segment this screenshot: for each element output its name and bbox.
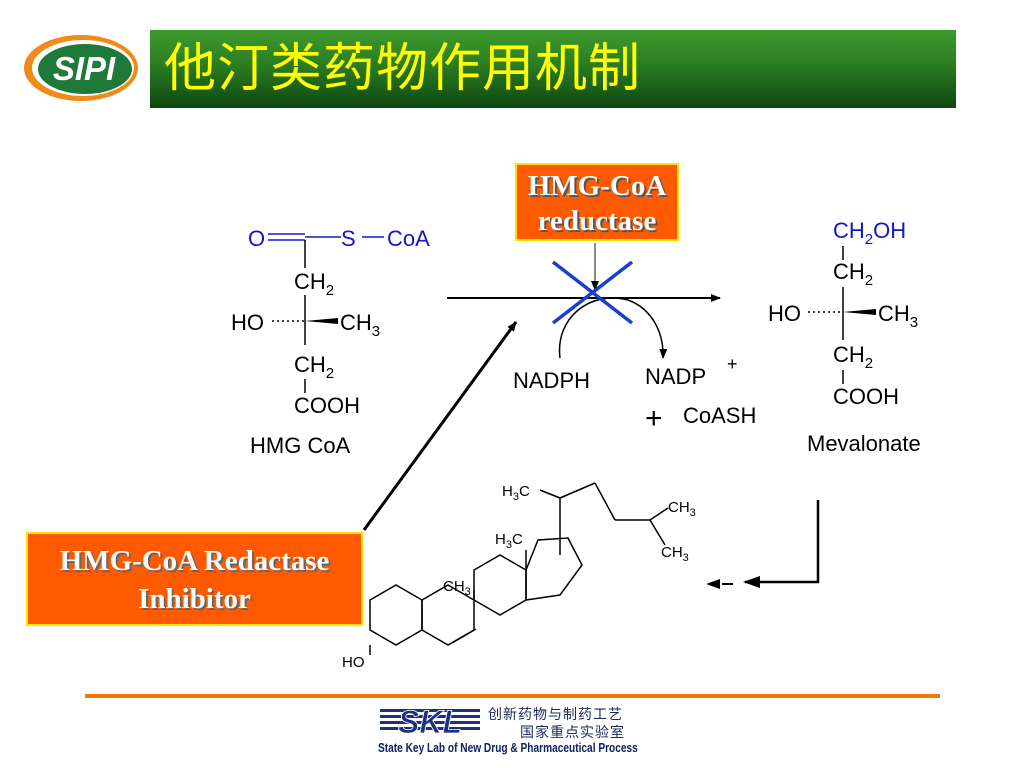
skl-logo: SKL xyxy=(378,704,482,738)
lab-name-cn-line2: 国家重点实验室 xyxy=(520,725,625,741)
svg-text:H3C: H3C xyxy=(502,483,530,503)
svg-text:CH2: CH2 xyxy=(833,259,873,289)
coash-label: CoASH xyxy=(683,403,756,428)
hmg-coa-name: HMG CoA xyxy=(250,433,351,458)
mev-cooh: COOH xyxy=(833,384,899,409)
mev-ch2-top: CH xyxy=(833,259,865,284)
hmg-o-label: O xyxy=(248,226,265,251)
cholesterol-structure xyxy=(369,482,669,655)
title-bar: 他汀类药物作用机制 xyxy=(150,30,956,108)
page-title: 他汀类药物作用机制 xyxy=(164,39,642,99)
lab-name-cn-line1: 创新药物与制药工艺 xyxy=(488,707,623,723)
mev-ho-label: HO xyxy=(768,301,801,326)
enzyme-label-box: HMG-CoA reductase xyxy=(515,163,679,241)
nadp-label: NADP xyxy=(645,364,706,389)
svg-text:CH2: CH2 xyxy=(833,342,873,372)
svg-text:CH3: CH3 xyxy=(878,301,918,331)
svg-text:CH3: CH3 xyxy=(668,499,696,519)
svg-text:H3C: H3C xyxy=(495,531,523,551)
nadp-charge: + xyxy=(727,354,738,374)
svg-text:CH3: CH3 xyxy=(661,544,689,564)
mev-ch2oh: CH xyxy=(833,218,865,243)
enzyme-label-line2: reductase xyxy=(537,205,657,237)
svg-text:SKL: SKL xyxy=(398,704,462,738)
hmg-s-label: S xyxy=(341,226,356,251)
cofactors: NADPH NADP + + CoASH xyxy=(513,354,756,435)
cofactor-curved-arrow xyxy=(558,297,668,359)
svg-text:CH2: CH2 xyxy=(294,352,334,382)
hmg-cooh: COOH xyxy=(294,393,360,418)
logo-text: SIPI xyxy=(53,50,116,87)
svg-text:CH2: CH2 xyxy=(294,269,334,299)
skl-footer: SKL 创新药物与制药工艺 国家重点实验室 State Key Lab of N… xyxy=(378,704,688,764)
svg-text:CH2OH: CH2OH xyxy=(833,218,906,248)
mevalonate-structure: CH2OH CH2 HO CH3 CH2 COOH Mevalonate xyxy=(768,218,921,456)
inhibitor-arrow xyxy=(362,321,518,531)
inhibitor-label-box: HMG-CoA Redactase Inhibitor xyxy=(26,532,363,626)
mev-ch3: CH xyxy=(878,301,910,326)
enzyme-label-line1: HMG-CoA xyxy=(527,170,667,202)
block-cross-line-2 xyxy=(551,260,634,325)
cholesterol-ho: HO xyxy=(342,654,365,671)
plus-sign: + xyxy=(645,402,663,435)
hmg-coa-structure: O S CoA CH2 HO CH3 CH2 COOH HMG CoA xyxy=(231,226,430,458)
hmg-ho-label: HO xyxy=(231,310,264,335)
nadph-label: NADPH xyxy=(513,368,590,393)
svg-text:CH3: CH3 xyxy=(443,578,471,598)
sipi-logo: SIPI xyxy=(24,35,138,101)
reaction-arrows xyxy=(362,243,820,589)
footer-divider xyxy=(85,694,940,698)
cholesterol-labels: H3C CH3 CH3 H3C CH3 HO xyxy=(342,483,696,671)
inhibitor-label-line1: HMG-CoA Redactase xyxy=(59,545,330,577)
svg-text:CH3: CH3 xyxy=(340,310,380,340)
inhibitor-label-line2: Inhibitor xyxy=(138,583,251,615)
lab-name-en: State Key Lab of New Drug & Pharmaceutic… xyxy=(378,740,638,755)
hmg-ch2-top: CH xyxy=(294,269,326,294)
mev-ch2-bottom: CH xyxy=(833,342,865,367)
feedback-line xyxy=(745,500,820,584)
hmg-ch2-bottom: CH xyxy=(294,352,326,377)
hmg-coa-label: CoA xyxy=(387,226,430,251)
mevalonate-name: Mevalonate xyxy=(807,431,921,456)
hmg-ch3: CH xyxy=(340,310,372,335)
